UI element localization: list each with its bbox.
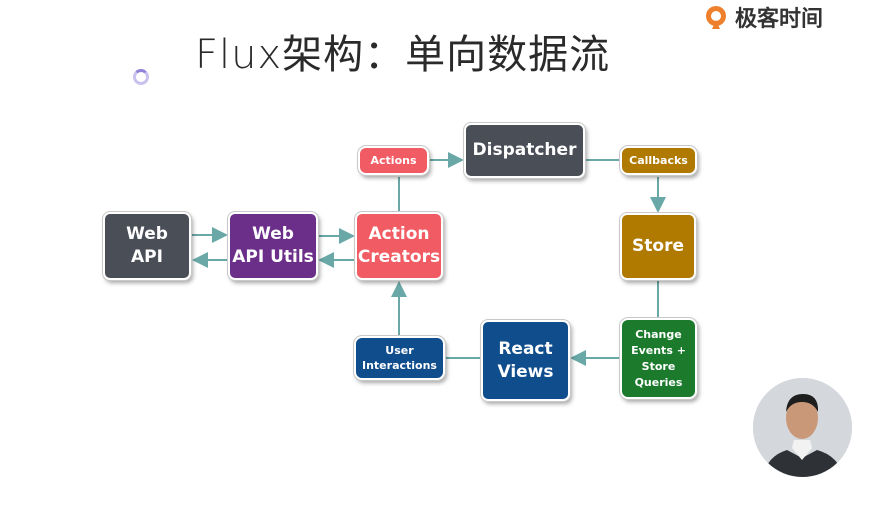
node-actions-label: Actions — [370, 154, 417, 167]
node-user-interactions-label: User Interactions — [362, 344, 437, 372]
node-store-label: Store — [632, 236, 684, 256]
node-user-interactions: User Interactions — [354, 336, 445, 380]
node-callbacks-label: Callbacks — [629, 154, 688, 167]
brand-name: 极客时间 — [735, 7, 824, 32]
node-web-api-label: Web API — [126, 224, 168, 267]
node-dispatcher: Dispatcher — [464, 123, 585, 178]
speaker-figure — [753, 378, 852, 477]
node-action-creators-label: Action Creators — [357, 224, 441, 267]
slide-title: Flux架构：单向数据流 — [195, 32, 611, 78]
speaker-video-avatar — [753, 378, 852, 477]
node-change-events: Change Events + Store Queries — [620, 318, 697, 399]
node-actions: Actions — [358, 146, 429, 175]
node-react-views: React Views — [481, 320, 570, 401]
spinner-icon — [133, 69, 149, 85]
brand-logo: 极客时间 — [703, 2, 823, 32]
node-change-events-label: Change Events + Store Queries — [631, 327, 686, 389]
node-dispatcher-label: Dispatcher — [472, 140, 577, 160]
node-web-api-utils: Web API Utils — [228, 212, 318, 280]
node-store: Store — [620, 213, 696, 280]
node-web-api: Web API — [103, 212, 191, 280]
node-callbacks: Callbacks — [620, 146, 697, 175]
node-react-views-label: React Views — [497, 338, 554, 382]
q-logo-icon — [706, 6, 726, 29]
node-action-creators: Action Creators — [355, 212, 443, 280]
node-web-api-utils-label: Web API Utils — [232, 224, 314, 267]
